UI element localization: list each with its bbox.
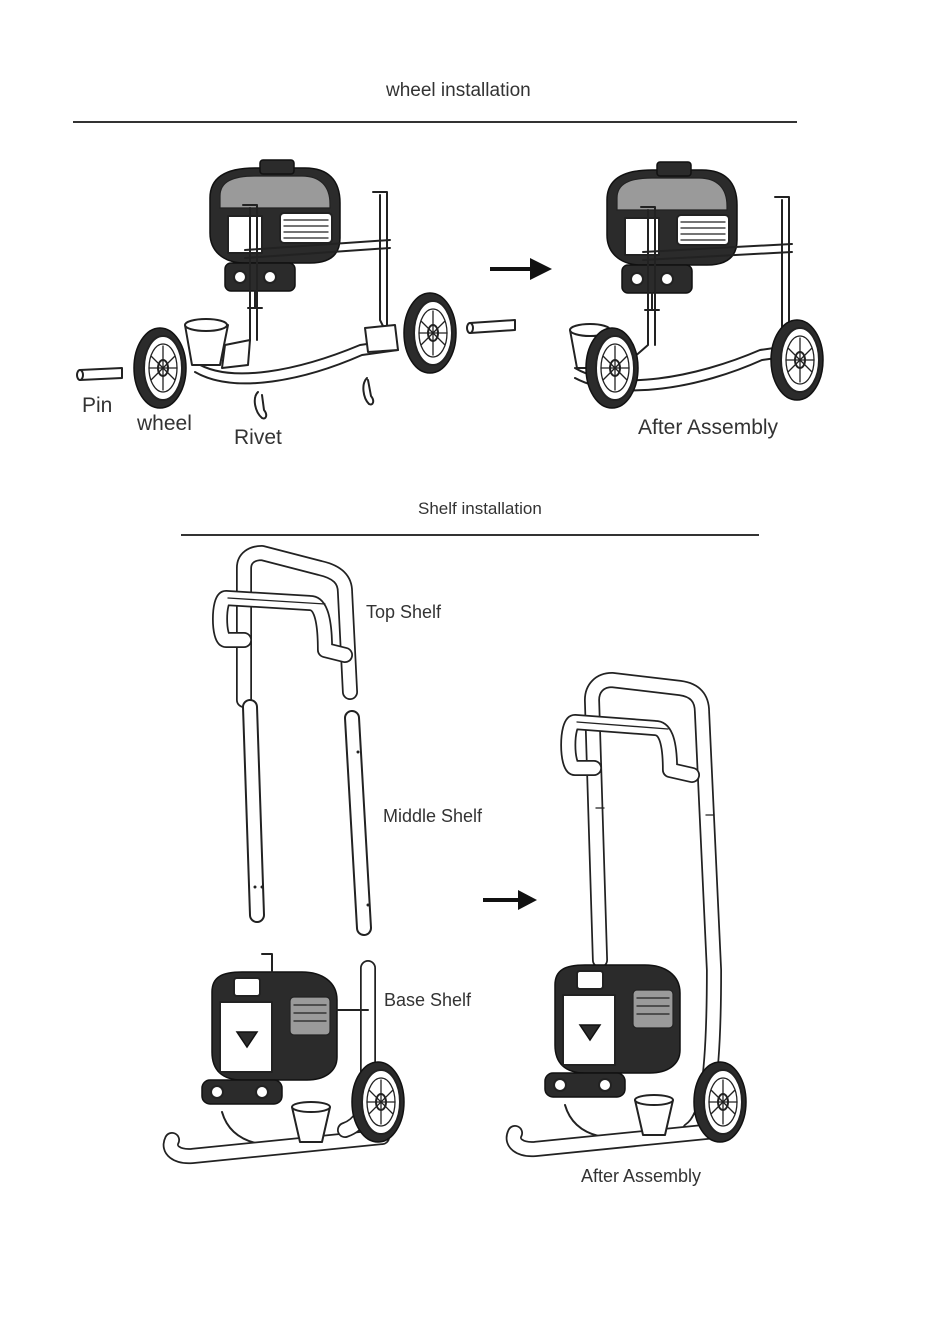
middle-shelf-label: Middle Shelf xyxy=(383,806,482,827)
base-shelf-label: Base Shelf xyxy=(384,990,471,1011)
arrow-right-icon xyxy=(483,890,537,910)
shelf-after-assembly-label: After Assembly xyxy=(581,1166,701,1187)
top-shelf-label: Top Shelf xyxy=(366,602,441,623)
